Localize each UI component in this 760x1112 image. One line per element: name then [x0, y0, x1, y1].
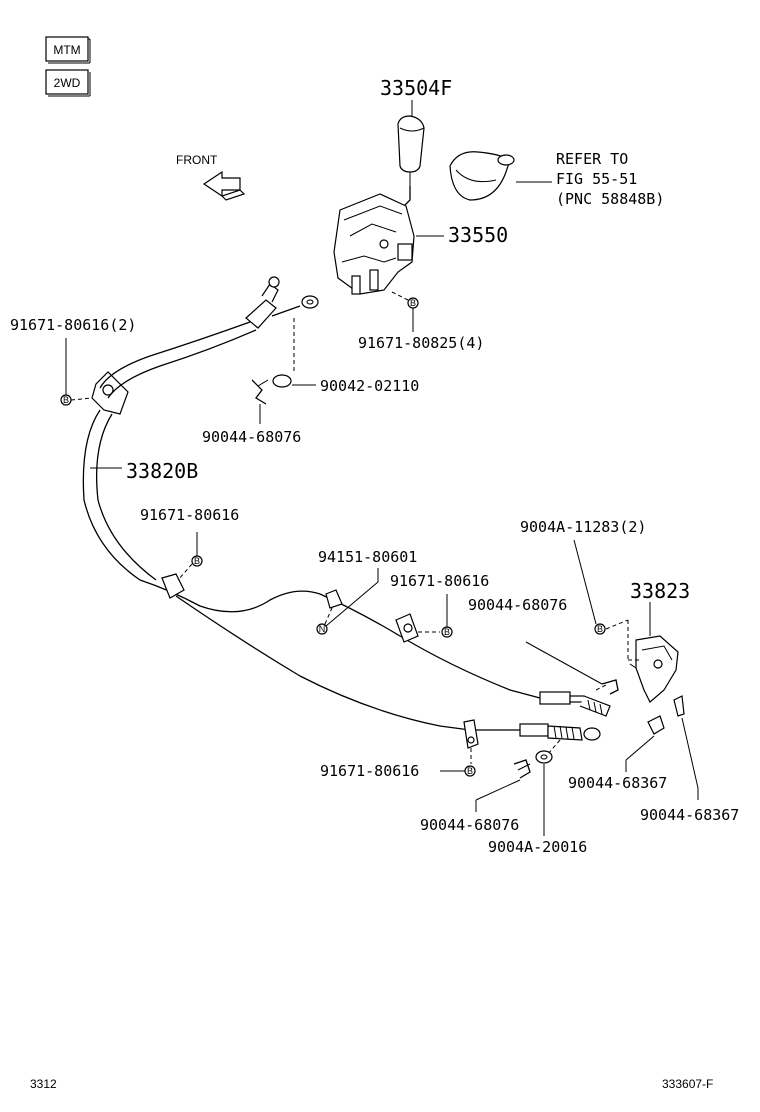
label-bolt-2: 91671-80616(2)	[10, 316, 136, 334]
cable-clamp-lower	[463, 719, 479, 749]
cable-clamp-left	[161, 573, 185, 599]
cable-clamp-right	[395, 613, 419, 643]
cable-bracket-plate	[91, 371, 129, 415]
cable-end-upper	[245, 276, 319, 329]
label-clip-a: 90044-68076	[202, 428, 301, 446]
cable-clamp-n	[325, 589, 343, 609]
clip-d	[673, 695, 685, 717]
mark-n	[316, 623, 328, 635]
cable-main-b	[95, 413, 157, 581]
cable-main-a	[82, 409, 321, 613]
label-bolt-e: 9004A-11283(2)	[520, 518, 646, 536]
label-clamp-n: 94151-80601	[318, 548, 417, 566]
label-lever: 33550	[448, 223, 508, 247]
footer-right: 333607-F	[662, 1077, 713, 1091]
washer-lower	[535, 750, 553, 764]
label-clip-e: 90044-68076	[420, 816, 519, 834]
drive-badge-label: 2WD	[54, 76, 81, 90]
shift-knob	[397, 115, 425, 186]
shift-cable-end	[519, 723, 601, 741]
label-clip-d: 90044-68367	[640, 806, 739, 824]
label-clip-c: 90044-68367	[568, 774, 667, 792]
refer-line2: FIG 55-51	[556, 170, 637, 188]
label-knob: 33504F	[380, 76, 452, 100]
clip-bracket	[601, 679, 619, 695]
label-bolt-f: 91671-80616	[320, 762, 419, 780]
mtm-badge: MTM	[45, 36, 91, 64]
svg-text:B: B	[467, 766, 473, 776]
shift-boot	[449, 151, 515, 201]
shift-lever-assembly	[333, 186, 415, 295]
svg-text:B: B	[410, 298, 416, 308]
cable-upper-b	[107, 329, 257, 399]
label-bracket: 33823	[630, 579, 690, 603]
refer-line1: REFER TO	[556, 150, 628, 168]
clip-upper	[251, 379, 269, 405]
svg-text:B: B	[194, 556, 200, 566]
clip-c	[647, 715, 665, 735]
label-bolt-4: 91671-80825(4)	[358, 334, 484, 352]
label-bolt-c: 91671-80616	[390, 572, 489, 590]
clip-lower	[513, 759, 531, 779]
front-arrow-icon	[202, 170, 246, 201]
svg-text:B: B	[444, 627, 450, 637]
label-washer-a: 90042-02110	[320, 377, 419, 395]
label-bolt-b: 91671-80616	[140, 506, 239, 524]
select-cable-end	[539, 691, 611, 717]
cable-bracket	[629, 635, 679, 703]
label-clip-b: 90044-68076	[468, 596, 567, 614]
label-cable: 33820B	[126, 459, 198, 483]
footer-left: 3312	[30, 1077, 57, 1091]
svg-text:B: B	[597, 624, 603, 634]
mark-b-bracket	[594, 623, 606, 635]
drive-badge: 2WD	[45, 69, 91, 97]
mtm-badge-label: MTM	[53, 43, 80, 57]
cable-upper-a	[99, 321, 251, 389]
refer-line3: (PNC 58848B)	[556, 190, 664, 208]
svg-text:B: B	[63, 395, 69, 405]
cable-shift	[175, 595, 471, 731]
label-washer-b: 9004A-20016	[488, 838, 587, 856]
svg-text:N: N	[319, 624, 326, 634]
washer-upper	[272, 374, 292, 388]
front-label: FRONT	[176, 153, 218, 167]
